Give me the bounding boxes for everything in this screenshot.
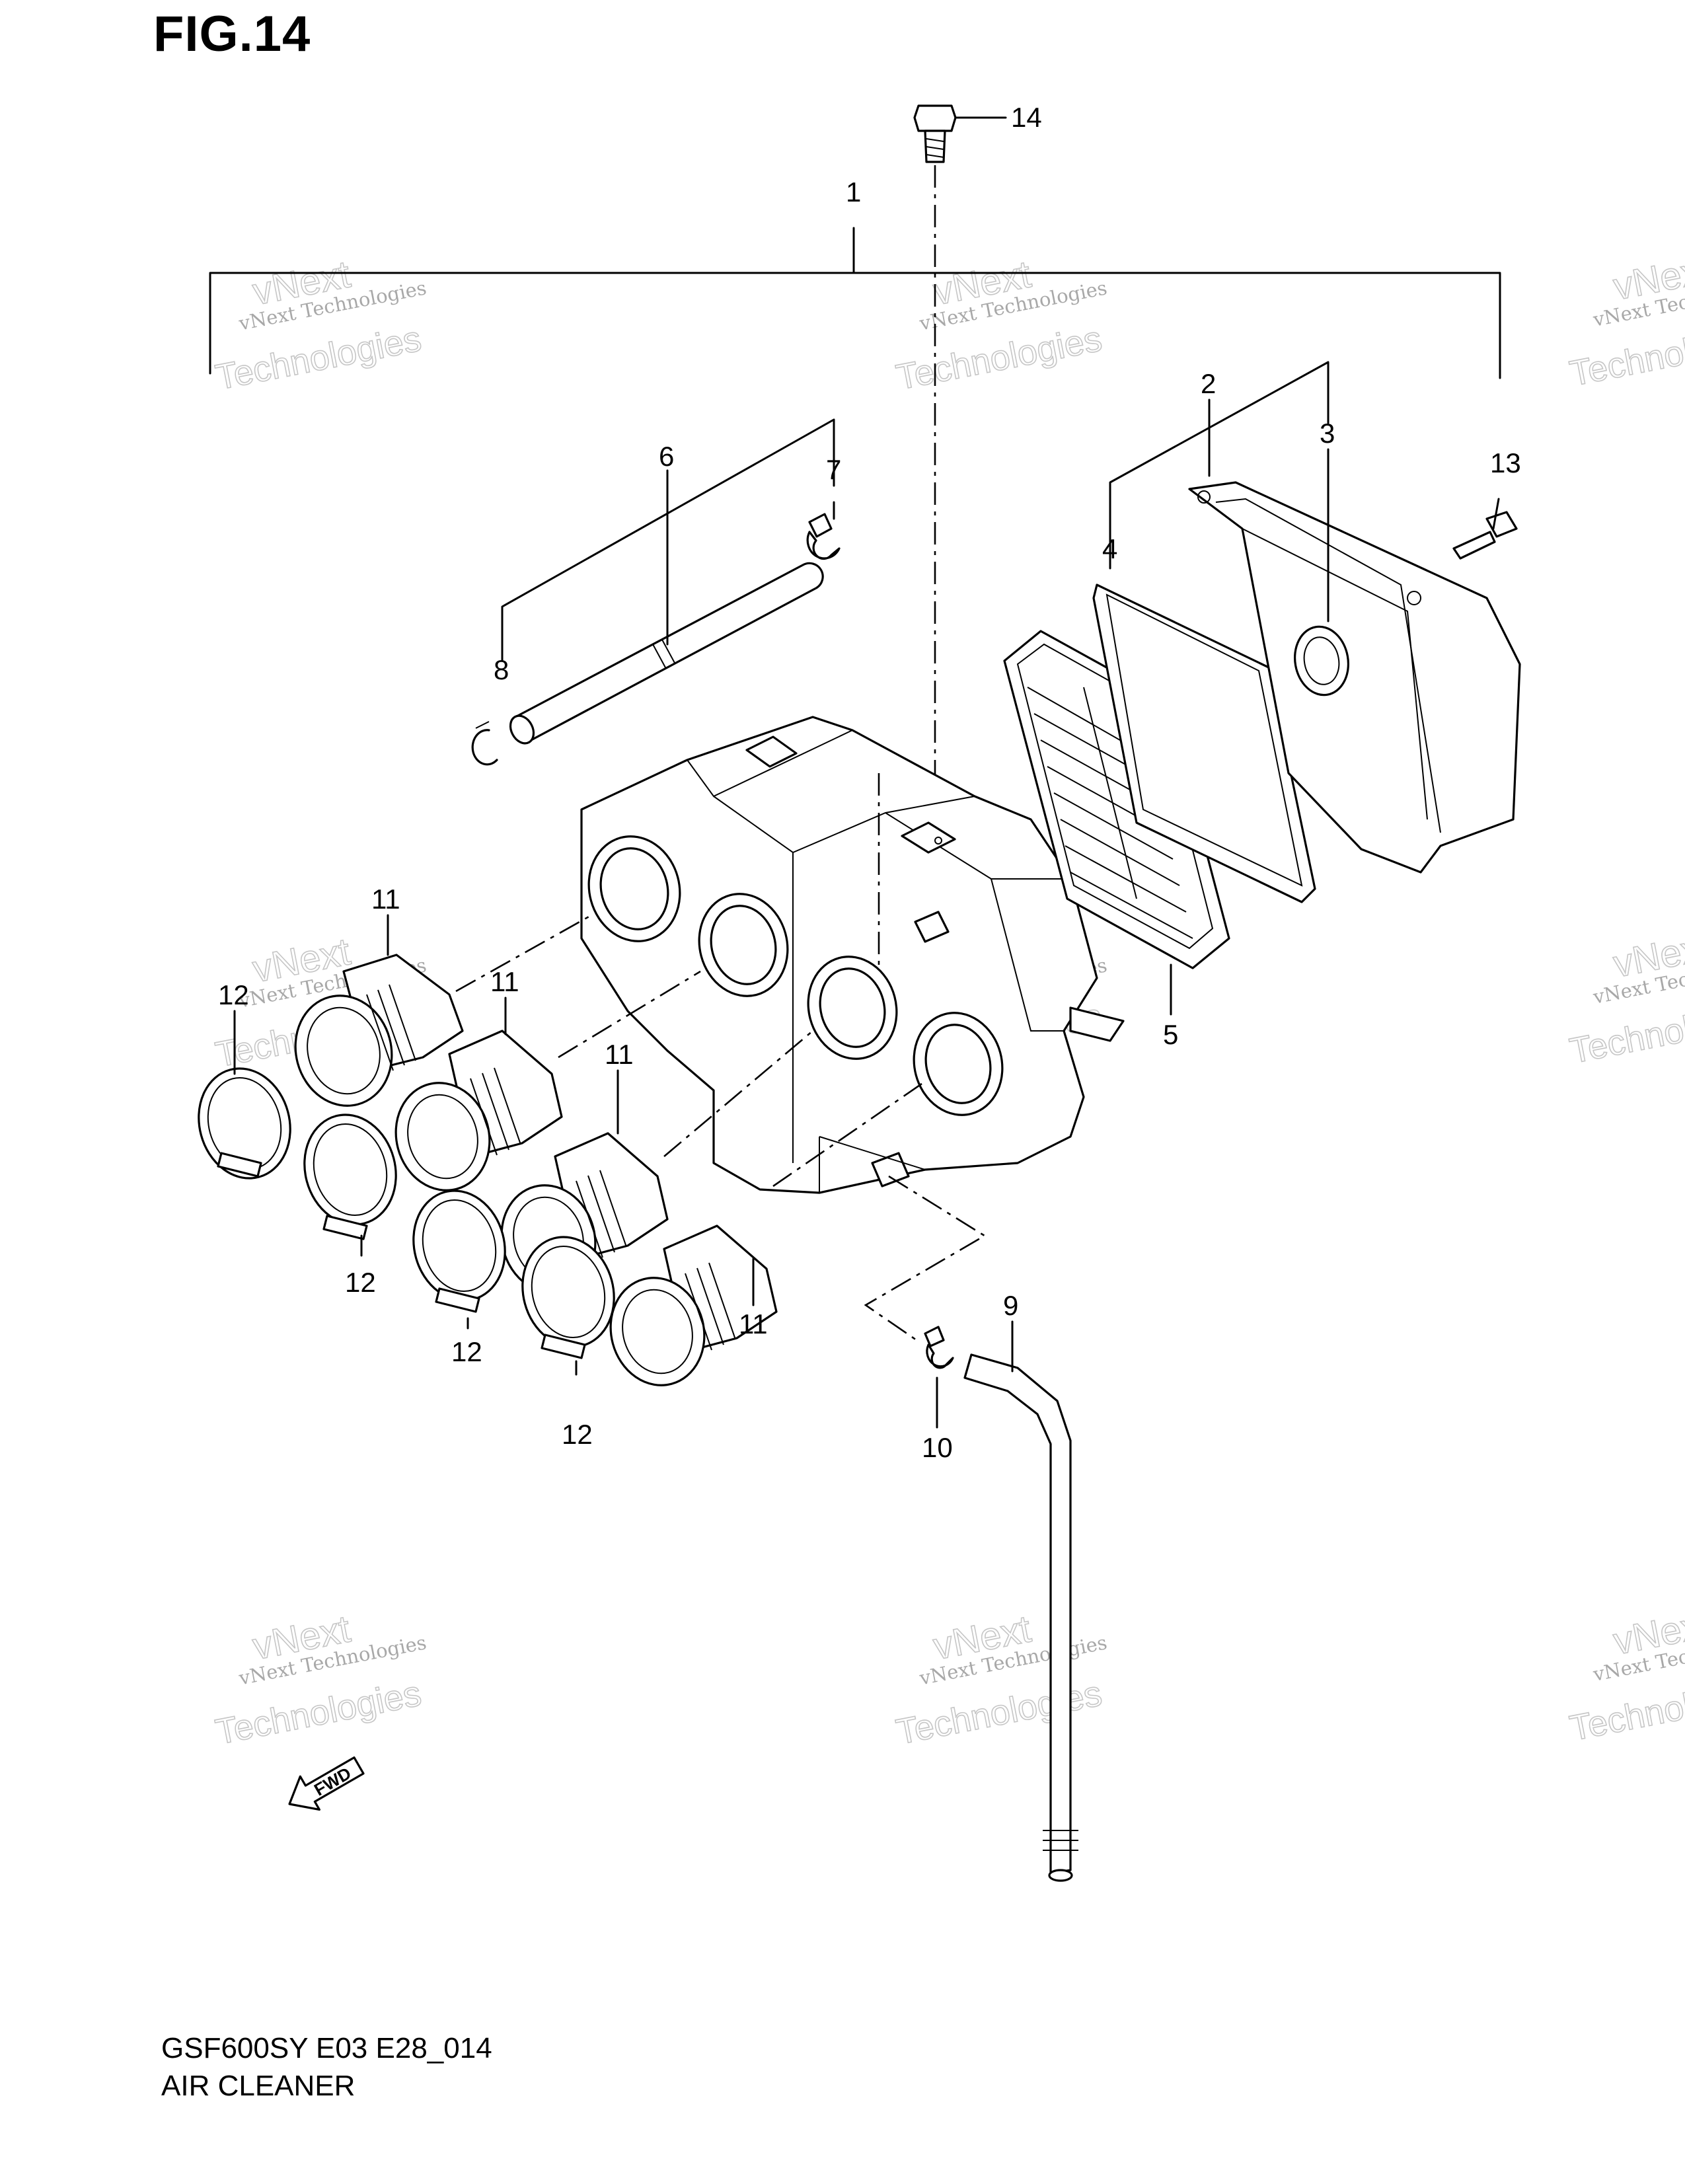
callout-8: 8 <box>494 654 509 685</box>
intake-pipe-11-a <box>294 954 464 1107</box>
clamp-12-b <box>303 1113 397 1240</box>
callout-11-c: 11 <box>605 1039 634 1070</box>
air-cleaner-housing <box>580 716 1125 1194</box>
watermark-top-right: vNext vNext Technologies Technologies <box>1566 247 1685 395</box>
assembly-bracket <box>209 227 1501 379</box>
air-filter-element-5 <box>1003 630 1230 969</box>
callout-12-c: 12 <box>451 1336 482 1367</box>
callout-13: 13 <box>1490 447 1521 478</box>
callout-11-d: 11 <box>739 1308 768 1339</box>
callout-12-d: 12 <box>562 1419 593 1450</box>
assembly-name: AIR CLEANER <box>161 2070 356 2102</box>
callout-5: 5 <box>1163 1019 1178 1050</box>
leader-lines-9-10 <box>864 773 1014 1429</box>
clamp-12-a <box>198 1067 291 1180</box>
callout-11-a: 11 <box>371 884 400 915</box>
callout-3: 3 <box>1320 418 1335 449</box>
figure-title: FIG.14 <box>153 6 311 62</box>
breather-tube-6 <box>509 562 824 745</box>
watermark-line3: Technologies <box>1567 993 1685 1071</box>
leader-lines-11-12 <box>233 914 922 1376</box>
clamp-12-c <box>412 1189 506 1313</box>
clamp-10 <box>924 1326 954 1369</box>
callout-12-a: 12 <box>218 979 249 1010</box>
intake-pipe-11-d <box>609 1224 778 1386</box>
watermark-line3: Technologies <box>1567 315 1685 394</box>
watermark-top-center: vNext vNext Technologies Technologies <box>893 252 1109 398</box>
leader-group-6-7-8 <box>501 418 835 662</box>
callout-10: 10 <box>922 1432 953 1463</box>
callout-12-b: 12 <box>345 1267 376 1298</box>
bolt-14 <box>913 104 1007 833</box>
clamp-7 <box>806 513 841 560</box>
drain-hose-9 <box>963 1353 1078 1882</box>
callout-4: 4 <box>1102 533 1117 564</box>
watermark-low-right: vNext vNext Technologies Technologies <box>1566 1602 1685 1749</box>
callout-7: 7 <box>826 454 841 485</box>
intake-pipe-11-b <box>394 1030 563 1191</box>
watermark-low-left: vNext vNext Technologies Technologies <box>212 1607 429 1753</box>
leader-group-2-3-4 <box>1109 361 1500 1016</box>
callout-1: 1 <box>846 176 861 207</box>
callout-14: 14 <box>1011 102 1042 133</box>
callout-6: 6 <box>659 441 674 472</box>
air-cleaner-cap-2 <box>1188 481 1521 874</box>
watermark-low-center: vNext vNext Technologies Technologies <box>893 1607 1109 1753</box>
callout-2: 2 <box>1201 368 1216 399</box>
callout-9: 9 <box>1003 1290 1018 1321</box>
clamp-12-d <box>521 1236 615 1359</box>
clamp-8 <box>471 721 498 766</box>
watermark-mid-right: vNext vNext Technologies Technologies <box>1566 924 1685 1072</box>
model-code: GSF600SY E03 E28_014 <box>161 2032 492 2064</box>
fwd-direction-marker: FWD <box>288 1756 365 1811</box>
watermark-line3: Technologies <box>1567 1670 1685 1749</box>
screw-13 <box>1452 511 1518 560</box>
callout-11-b: 11 <box>490 966 519 997</box>
watermark-top-left: vNext vNext Technologies Technologies <box>212 252 429 398</box>
